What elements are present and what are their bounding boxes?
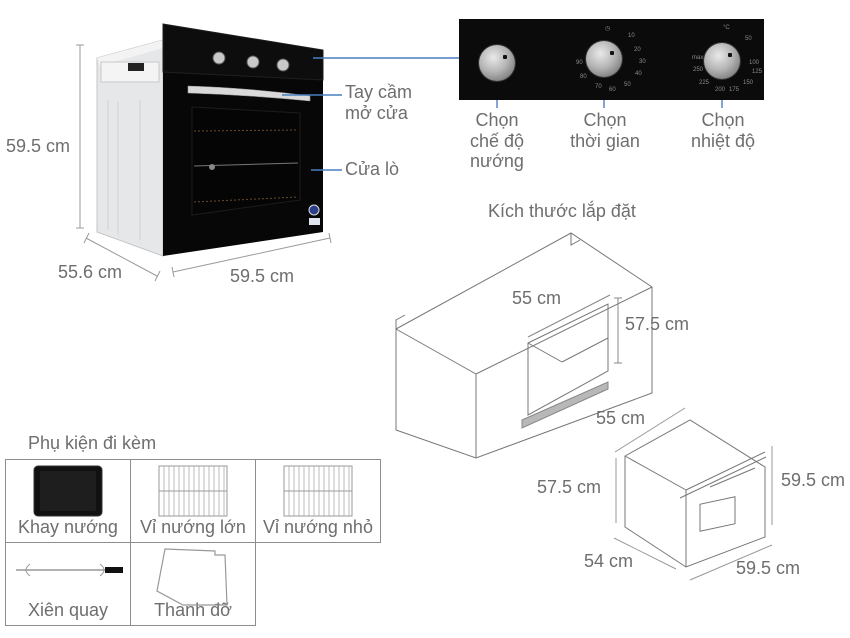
oven-side-height-label: 57.5 cm [537, 477, 602, 497]
oven-width-label: 59.5 cm [230, 266, 295, 286]
temperature-knob-label: Chọn nhiệt độ [690, 110, 756, 151]
builtin-oven-drawing [613, 407, 773, 581]
accessories-table: Khay nướng Vỉ nướng lớn [5, 459, 381, 626]
empty-cell [256, 543, 381, 626]
handle-callout-label: Tay cầm mở cửa [345, 82, 413, 123]
door-callout-label: Cửa lò [345, 159, 400, 179]
clock-icon: ◷ [605, 26, 611, 32]
rotisserie-spit-icon [16, 563, 123, 577]
accessory-cell: Vỉ nướng lớn [130, 459, 256, 543]
cabinet-height-label: 57.5 cm [625, 314, 690, 334]
cabinet-width-label: 55 cm [512, 288, 562, 308]
large-grill-rack-icon [158, 465, 228, 517]
oven-height-label: 59.5 cm [6, 136, 71, 156]
small-grill-rack-icon [283, 465, 353, 517]
thermometer-icon: °C [723, 25, 730, 31]
cabinet-drawing [395, 232, 653, 459]
accessory-cell: Khay nướng [5, 459, 131, 543]
oven-front-width-label: 59.5 cm [736, 558, 801, 578]
timer-knob-label: Chọn thời gian [570, 110, 640, 151]
installation-title: Kích thước lắp đặt [488, 201, 636, 221]
support-rail-icon [156, 548, 228, 606]
accessory-cell: Vỉ nướng nhỏ [255, 459, 381, 543]
baking-tray-icon [33, 465, 103, 517]
temperature-knob [704, 43, 740, 79]
oven-photo [96, 23, 324, 257]
oven-depth-install-label: 54 cm [584, 551, 634, 571]
photo-dimension-lines [76, 44, 332, 282]
accessory-cell: Xiên quay [5, 542, 131, 626]
accessories-title: Phụ kiện đi kèm [28, 433, 157, 453]
oven-front-height-label: 59.5 cm [781, 470, 846, 490]
accessory-cell: Thanh đỡ [130, 542, 256, 626]
oven-top-width-label: 55 cm [596, 408, 646, 428]
mode-knob-label: Chọn chế độ nướng [469, 110, 525, 172]
oven-depth-label: 55.6 cm [58, 262, 123, 282]
mode-knob [479, 45, 515, 81]
timer-knob [586, 41, 622, 77]
control-panel-closeup: ◷ 10 20 30 40 50 60 70 80 90 °C 50 100 1… [459, 19, 764, 100]
